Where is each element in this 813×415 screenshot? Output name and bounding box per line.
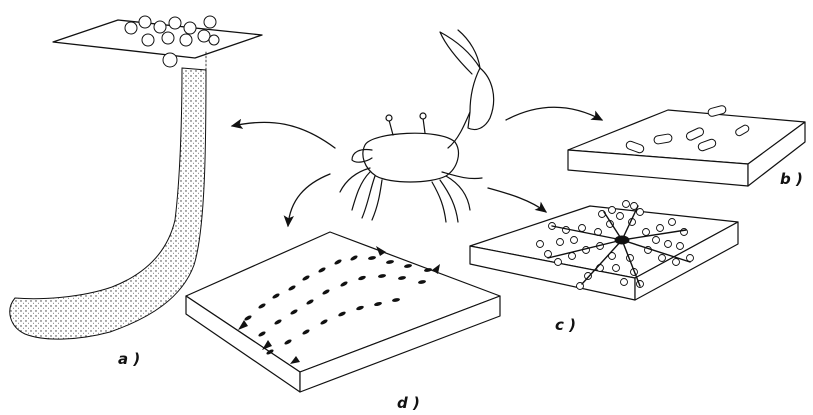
panel-b (568, 105, 805, 186)
panel-d-label: d ) (397, 394, 420, 412)
arrow-to-b (506, 107, 602, 120)
arrow-to-d (288, 174, 330, 226)
panel-b-label: b ) (780, 170, 803, 188)
arrow-to-a (232, 122, 335, 148)
panel-c-label: c ) (555, 316, 576, 334)
arrow-to-c (488, 188, 546, 212)
fiddler-crab-icon (340, 30, 494, 222)
panel-c (470, 201, 738, 301)
panel-a-label: a ) (118, 350, 140, 368)
burrow-tube-icon (10, 68, 206, 339)
panel-d (186, 232, 500, 392)
pellet-pile-icon (125, 16, 219, 67)
